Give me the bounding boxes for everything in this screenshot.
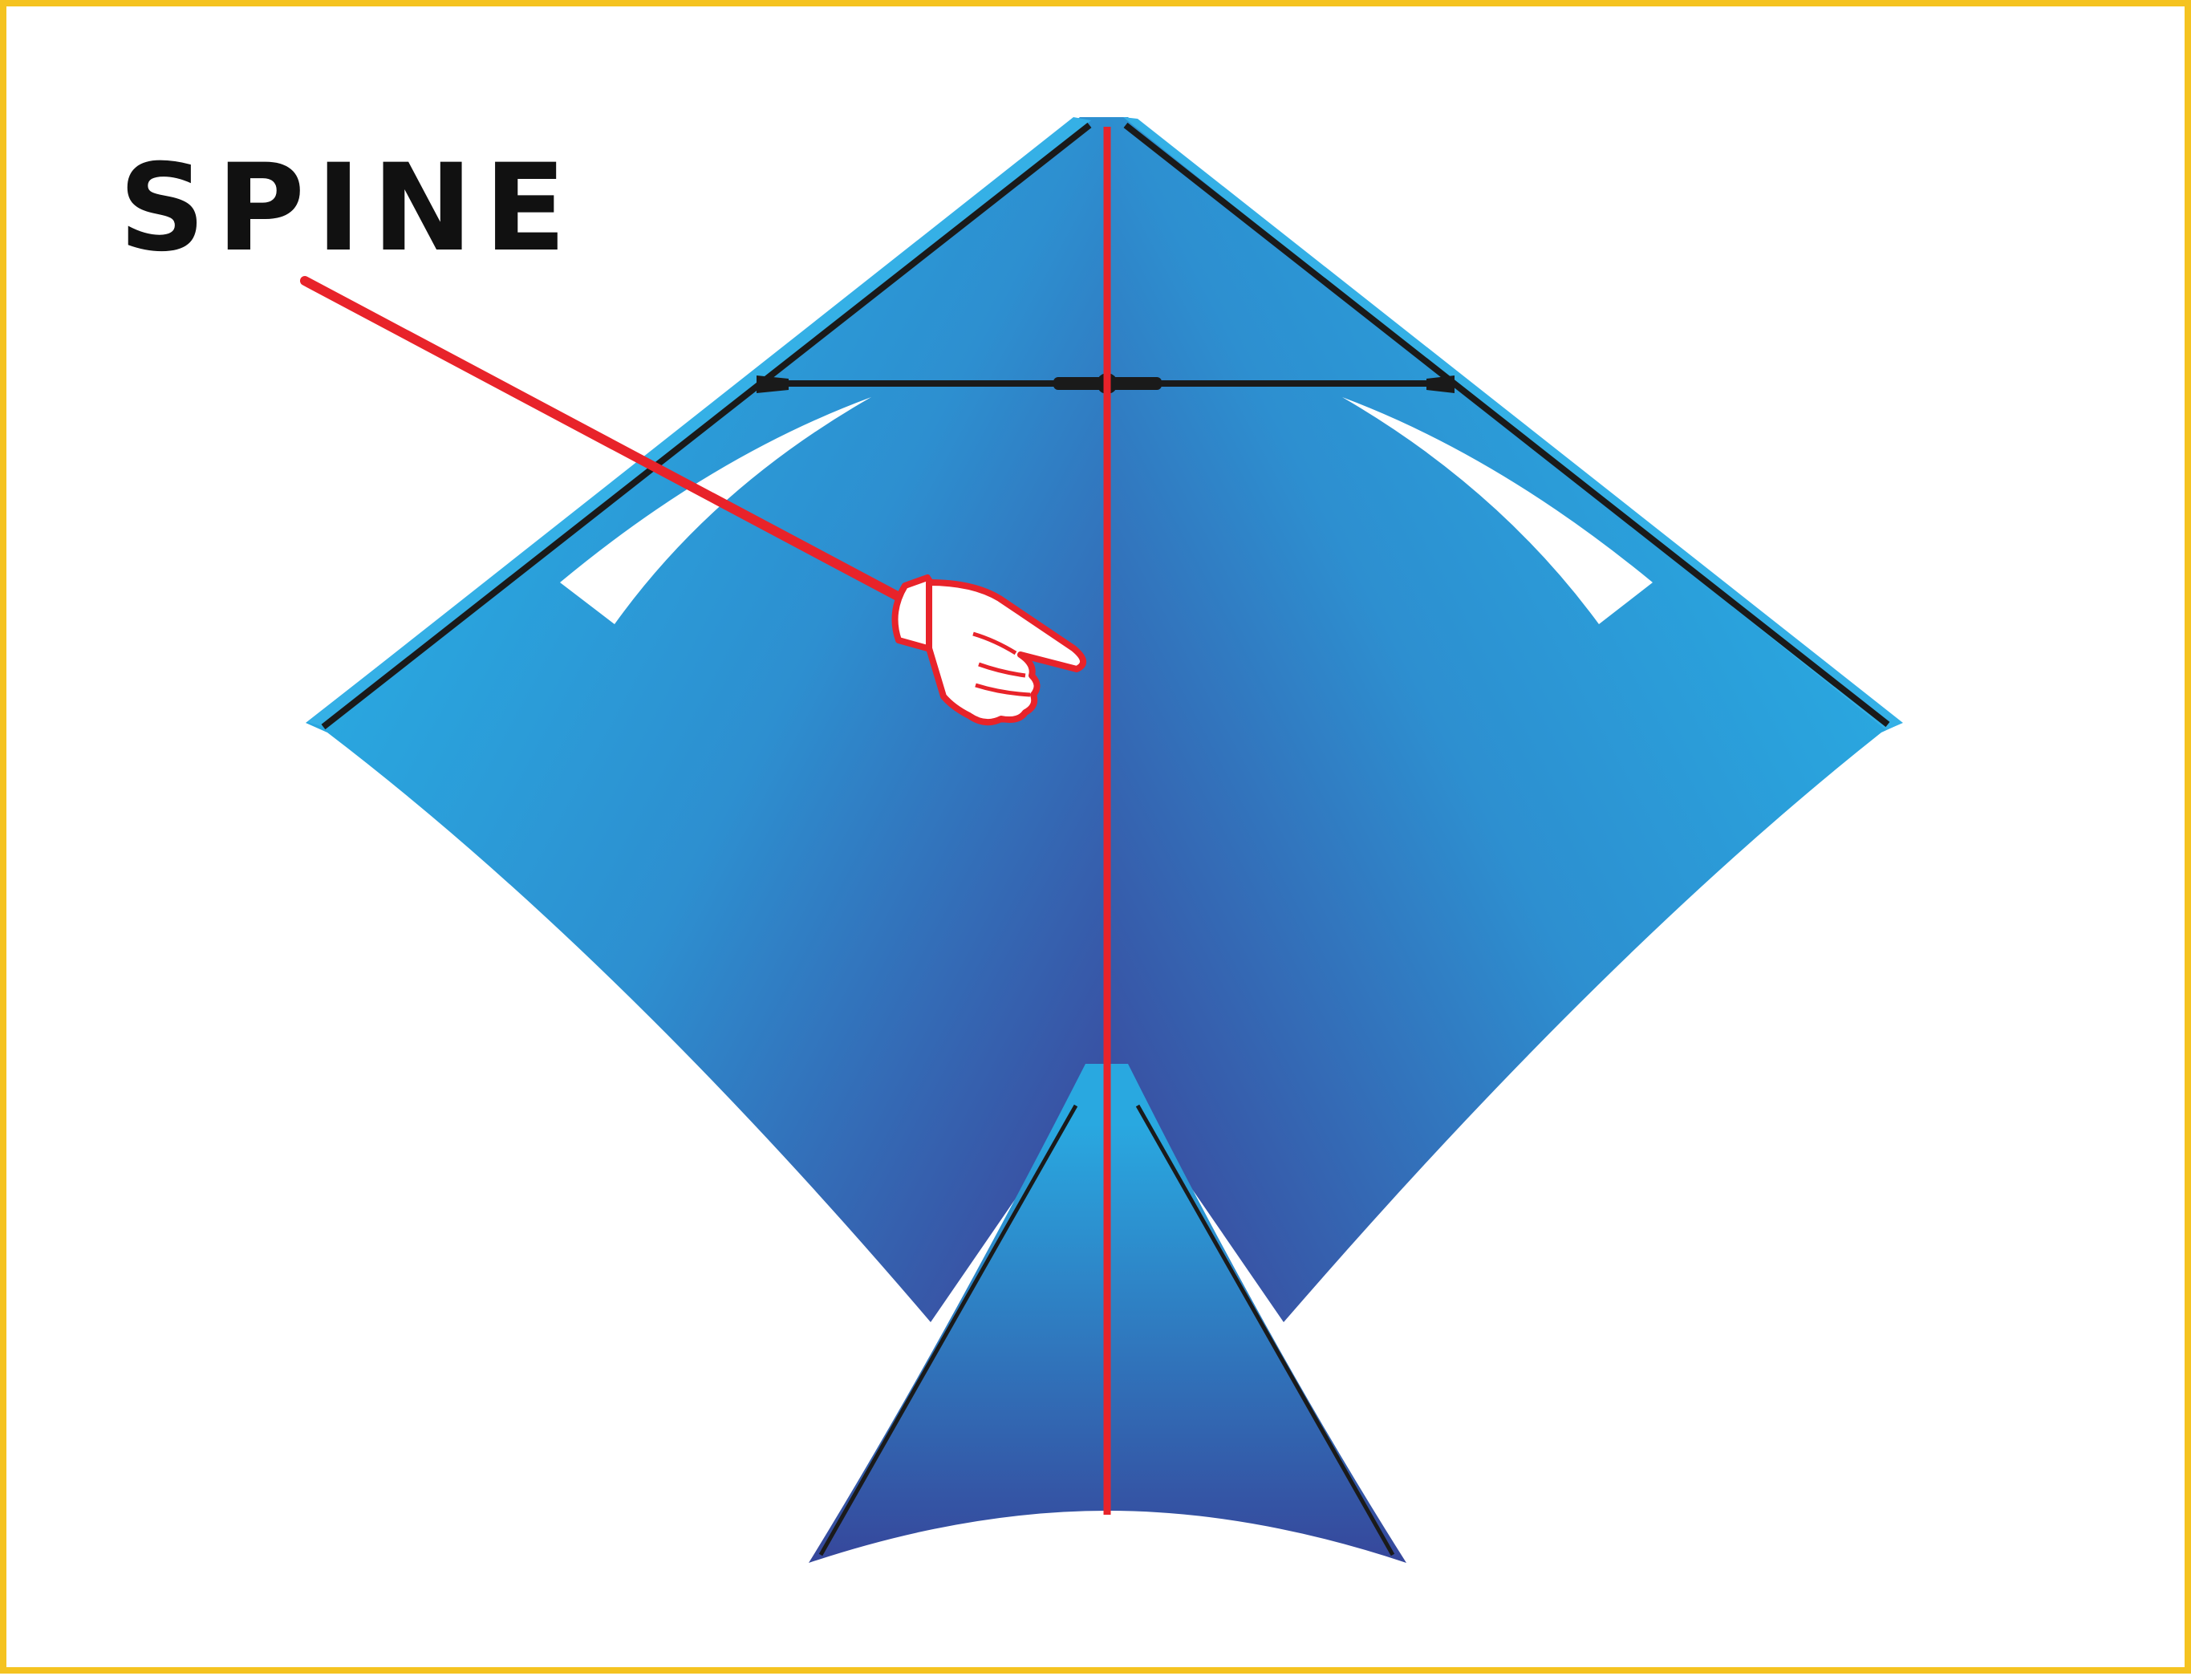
kite-diagram: SPINE (6, 6, 2191, 1680)
spine-label: SPINE (119, 139, 578, 278)
kite-sail-right (1107, 117, 1902, 1322)
